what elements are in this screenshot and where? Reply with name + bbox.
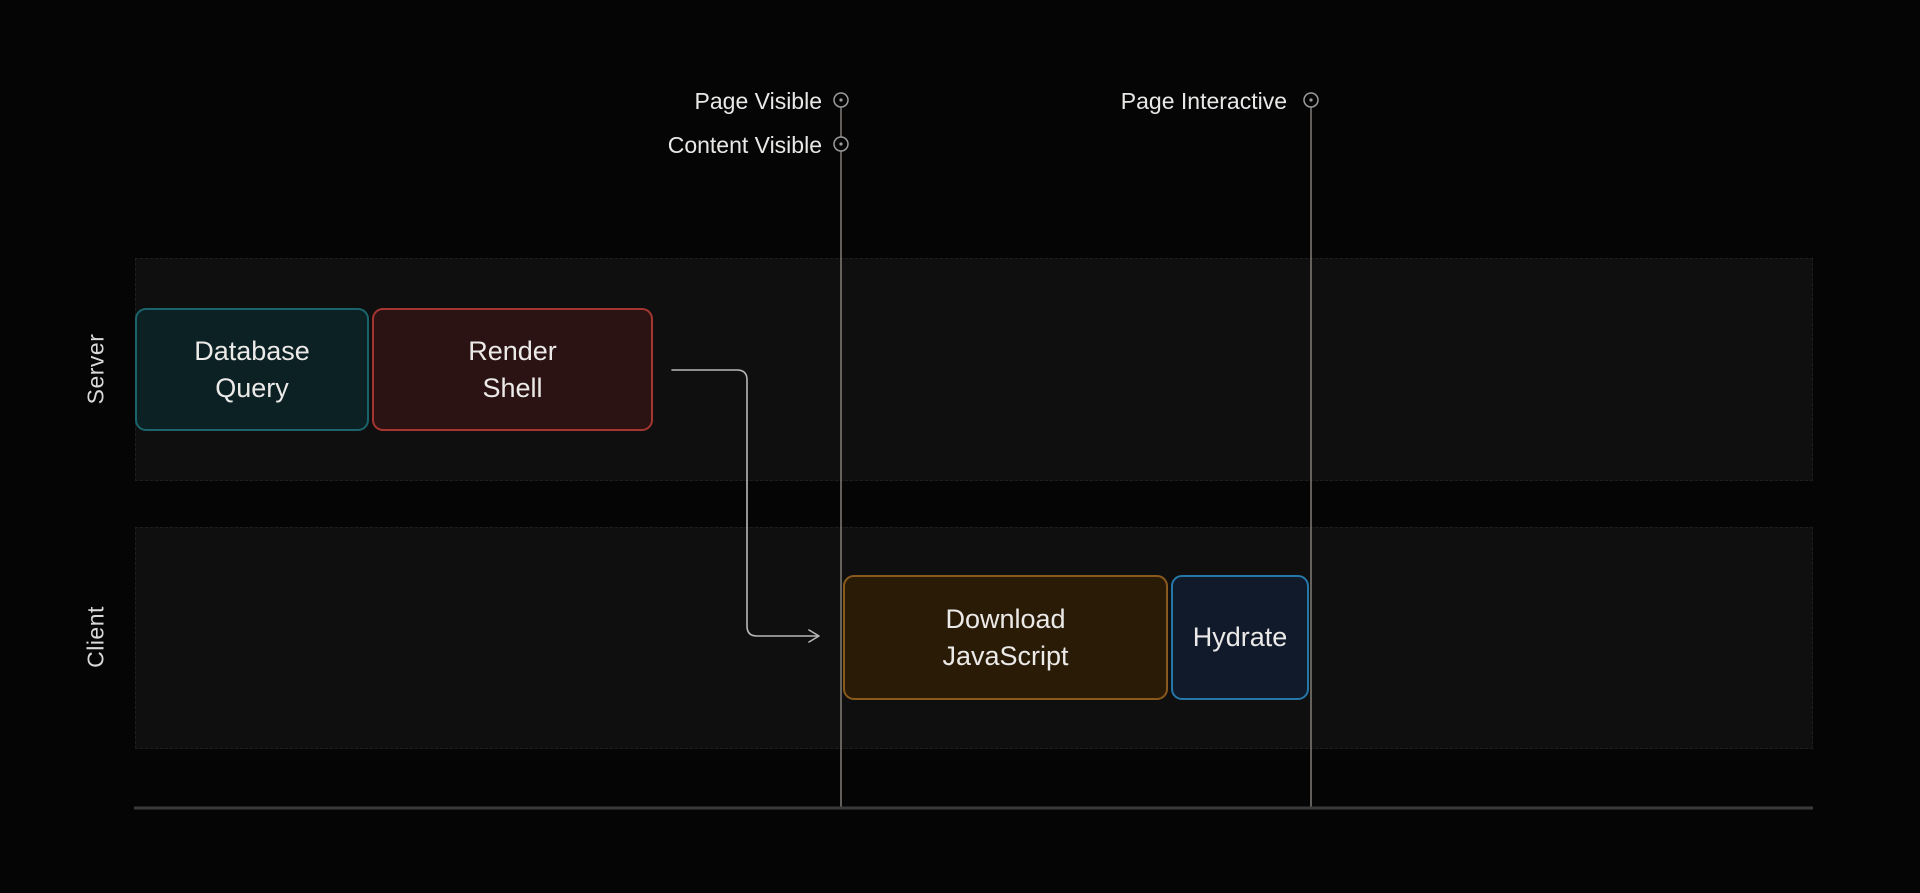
milestone-label-page-visible: Page Visible <box>694 88 822 114</box>
page-interactive-marker-icon <box>1303 92 1319 108</box>
block-render-shell: Render Shell <box>372 308 653 431</box>
page-visible-marker-icon <box>833 92 849 108</box>
connector-path <box>671 369 819 637</box>
block-hydrate: Hydrate <box>1171 575 1309 700</box>
block-label: Download JavaScript <box>942 603 1069 671</box>
render-to-download-connector-arrow <box>671 369 820 643</box>
block-label: Hydrate <box>1192 622 1288 652</box>
lane-label-client: Client <box>82 606 109 668</box>
marker-dot <box>839 98 843 102</box>
content-visible-marker-icon <box>833 136 849 152</box>
arrowhead-icon <box>808 629 820 643</box>
lane-label-server: Server <box>82 333 109 405</box>
milestone-label-page-interactive: Page Interactive <box>1120 88 1287 114</box>
block-label: Database Query <box>194 335 310 403</box>
milestone-label-content-visible: Content Visible <box>667 132 822 158</box>
marker-dot <box>839 142 843 146</box>
block-label: Render Shell <box>468 335 557 403</box>
marker-dot <box>1309 98 1313 102</box>
block-download-javascript: Download JavaScript <box>843 575 1168 700</box>
block-database-query: Database Query <box>135 308 369 431</box>
